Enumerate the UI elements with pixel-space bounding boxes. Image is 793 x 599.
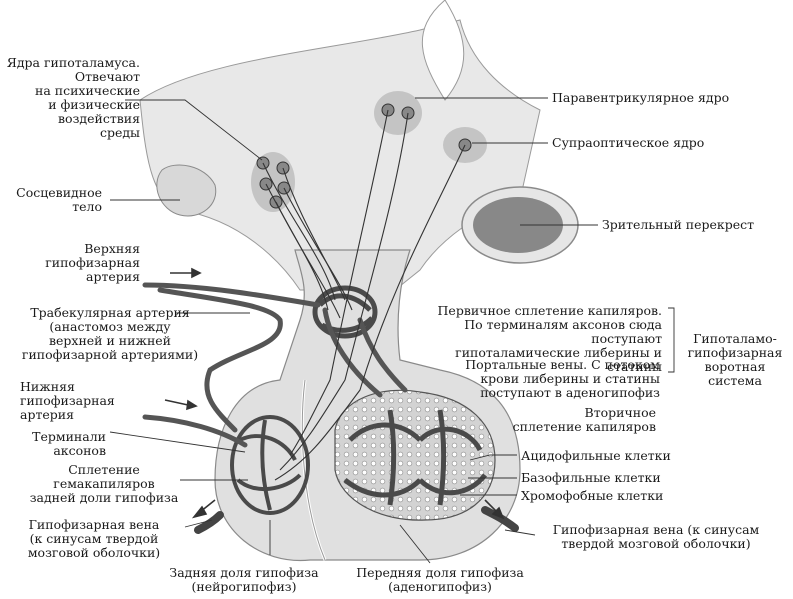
label-hypophyseal-vein-right: Гипофизарная вена (к синусам твердой моз… xyxy=(552,522,760,551)
arteries xyxy=(142,282,408,448)
left-vein xyxy=(194,511,224,534)
label-inferior-hypophyseal-artery: Нижняя гипофизарная артерия xyxy=(20,379,115,422)
label-paraventricular-nucleus: Паравентрикулярное ядро xyxy=(552,90,730,105)
leader-lines xyxy=(109,97,675,564)
label-secondary-capillary-plexus: Вторичное сплетение капиляров xyxy=(512,405,656,434)
label-portal-system: Гипоталамо- гипофизарная воротная систем… xyxy=(687,331,783,388)
posterior-lobe-plexus xyxy=(230,415,310,515)
label-supraoptic-nucleus: Супраоптическое ядро xyxy=(552,135,705,150)
label-axon-terminals: Терминали аксонов xyxy=(32,429,106,458)
label-posterior-lobe: Задняя доля гипофиза (нейрогипофиз) xyxy=(169,565,319,594)
axons xyxy=(262,109,466,481)
anterior-lobe-cells xyxy=(334,389,496,521)
label-superior-hypophyseal-artery: Верхняя гипофизарная артерия xyxy=(45,241,140,284)
right-vein xyxy=(481,506,519,532)
label-mammillary-body: Сосцевидное тело xyxy=(16,185,102,214)
label-trabecular-artery: Трабекулярная артерия (анастомоз между в… xyxy=(21,305,199,362)
label-anterior-lobe: Передняя доля гипофиза (аденогипофиз) xyxy=(356,565,524,594)
label-primary-capillary-plexus: Первичное сплетение капиляров. По термин… xyxy=(437,303,662,374)
label-portal-veins: Портальные вены. С потоком крови либерин… xyxy=(465,357,660,400)
label-chromophobic-cells: Хромофобные клетки xyxy=(521,488,664,503)
label-basophilic-cells: Базофильные клетки xyxy=(521,470,661,485)
label-optic-chiasm: Зрительный перекрест xyxy=(602,217,755,232)
third-ventricle xyxy=(422,0,465,101)
label-hypothalamic-nuclei: Ядра гипоталамуса. Отвечают на психическ… xyxy=(6,55,140,140)
label-hypophyseal-vein-left: Гипофизарная вена (к синусам твердой моз… xyxy=(27,517,161,560)
label-acidophilic-cells: Ацидофильные клетки xyxy=(521,448,671,463)
mammillary-body-shape xyxy=(156,164,217,217)
label-posterior-lobe-plexus: Сплетение гемакапиляров задней доли гипо… xyxy=(29,462,179,505)
